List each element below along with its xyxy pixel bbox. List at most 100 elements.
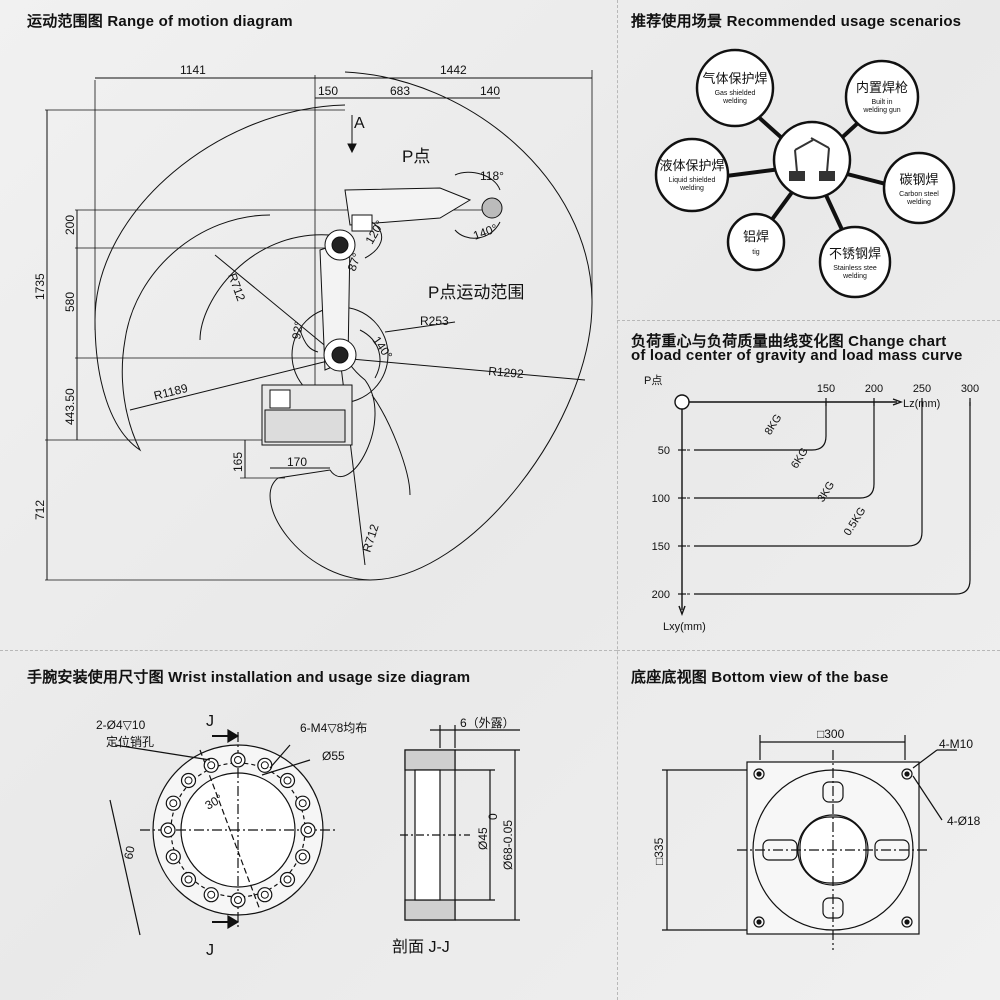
y-tick-label: 100 (652, 493, 670, 505)
x-tick-label: 150 (817, 383, 835, 395)
wrist-panel: 手腕安装使用尺寸图 Wrist installation and usage s… (0, 650, 617, 1000)
wrist-title: 手腕安装使用尺寸图 Wrist installation and usage s… (27, 669, 471, 686)
d18-label: 4-Ø18 (947, 814, 981, 828)
series-label: 8KG (763, 412, 785, 437)
d6-label: 6（外露） (460, 716, 515, 730)
series-label: 0.5KG (842, 505, 869, 538)
pin-label: 2-Ø4▽10 (96, 718, 146, 732)
y-tick-label: 150 (652, 541, 670, 553)
wrist-diagram: 2-Ø4▽10 定位销孔 6-M4▽8均布 Ø55 60 30° J J 剖面 … (96, 713, 520, 959)
dim-1141: 1141 (180, 63, 206, 77)
d60-label: 60 (121, 844, 138, 860)
y-axis-label: Lxy(mm) (663, 621, 706, 633)
scenario-diagram: 气体保护焊 Gas shielded welding 内置焊枪 Built in… (654, 48, 956, 299)
dim-165: 165 (231, 452, 245, 472)
svg-text:Stainless stee: Stainless stee (833, 265, 877, 272)
svg-text:内置焊枪: 内置焊枪 (856, 80, 908, 95)
bolt-hole (165, 849, 181, 865)
series-curve-bend (907, 531, 923, 547)
bolt-hole (160, 822, 176, 838)
bolt-hole (230, 892, 246, 908)
base-panel: 底座底视图 Bottom view of the base (617, 650, 1000, 1000)
svg-text:Gas shielded: Gas shielded (715, 90, 756, 97)
bolt-hole-inner (169, 799, 178, 808)
bolt-hole-inner (283, 875, 292, 884)
svg-text:Liquid shielded: Liquid shielded (669, 177, 716, 184)
svg-text:welding gun: welding gun (862, 107, 900, 114)
bolt-hole-inner (164, 826, 172, 834)
horizontal-divider-left (0, 650, 617, 651)
bolt-hole-inner (283, 776, 292, 785)
series-label: 3KG (815, 479, 837, 504)
load-chart: P点 Lz(mm) Lxy(mm) 1502002503005010015020… (644, 374, 979, 633)
pin-label-2: 定位销孔 (106, 734, 154, 749)
dim-335-label: □335 (652, 837, 666, 865)
x-tick-label: 300 (961, 383, 979, 395)
dim-140: 140 (480, 84, 500, 98)
dim-580: 580 (63, 292, 77, 312)
svg-text:welding: welding (842, 273, 867, 280)
svg-text:碳钢焊: 碳钢焊 (899, 172, 938, 187)
svg-text:Built in: Built in (871, 99, 892, 106)
scenario-node-liquid: 液体保护焊 Liquid shielded welding (654, 137, 730, 213)
scenarios-title: 推荐使用场景 Recommended usage scenarios (631, 13, 962, 30)
bolt-hole-inner (298, 852, 307, 861)
dim-150: 150 (318, 84, 338, 98)
angle-92: 92° (289, 320, 306, 340)
y-tick-label: 200 (652, 589, 670, 601)
angle-140-a: 140° (471, 221, 499, 243)
bolt-hole-inner (234, 896, 242, 904)
dim-1442: 1442 (440, 63, 467, 77)
svg-text:液体保护焊: 液体保护焊 (659, 158, 724, 173)
angle-140-b: 140° (370, 334, 396, 363)
bolt-hole-inner (207, 890, 216, 899)
p-point-label: P点 (402, 147, 430, 166)
bolt-hole-inner (298, 799, 307, 808)
motion-title: 运动范围图 Range of motion diagram (27, 13, 293, 30)
bolt-hole (165, 795, 181, 811)
bolt-hole (203, 887, 219, 903)
svg-text:不锈钢焊: 不锈钢焊 (829, 246, 881, 261)
dim-200: 200 (63, 215, 77, 235)
dim-170: 170 (287, 455, 307, 469)
svg-text:铝焊: 铝焊 (743, 229, 769, 244)
svg-text:welding: welding (722, 98, 747, 105)
bolt-hole (203, 757, 219, 773)
horizontal-divider-right-2 (617, 650, 1000, 651)
p-point-origin-label: P点 (644, 374, 662, 387)
radius-253: R253 (420, 314, 449, 328)
horizontal-divider-right-1 (617, 320, 1000, 321)
vertical-divider (617, 0, 618, 1000)
motion-panel: 运动范围图 Range of motion diagram (0, 0, 617, 650)
bolt-hole-inner (184, 776, 193, 785)
radius-712-b: R712 (360, 522, 382, 554)
base-diagram: □300 4-M10 4-Ø18 □335 (652, 727, 981, 950)
dim-712: 712 (33, 500, 47, 520)
scenarios-panel: 推荐使用场景 Recommended usage scenarios 气体保护焊… (617, 0, 1000, 320)
scenario-node-builtin: 内置焊枪 Built in welding gun (844, 59, 920, 135)
j-bottom-label: J (206, 942, 214, 959)
p-range-label: P点运动范围 (428, 283, 524, 302)
motion-diagram: 1141 1442 150 683 140 200 580 443.50 173… (33, 63, 593, 581)
dim-683: 683 (390, 84, 410, 98)
bolt-hole (257, 887, 273, 903)
bolt-hole (295, 795, 311, 811)
series-curve-bend (811, 435, 827, 451)
j-top-label: J (206, 713, 214, 730)
svg-text:welding: welding (679, 185, 704, 192)
y-tick-label: 50 (658, 445, 670, 457)
bolt-hole (257, 757, 273, 773)
left-envelope (94, 104, 346, 452)
scenario-node-aluminum: 铝焊 tig (726, 212, 786, 272)
p-point-marker (674, 394, 690, 410)
bolt-hole-inner (169, 852, 178, 861)
dim-443: 443.50 (63, 388, 77, 425)
d45-label: Ø45 (476, 827, 490, 850)
svg-text:Carbon steel: Carbon steel (899, 191, 939, 198)
m10-label: 4-M10 (939, 737, 973, 751)
d68-label: Ø68-0.05 (501, 820, 515, 870)
section-label: 剖面 J-J (392, 938, 450, 956)
bolt-hole-inner (304, 826, 312, 834)
bolt-hole (279, 772, 296, 789)
base-title: 底座底视图 Bottom view of the base (631, 669, 889, 686)
